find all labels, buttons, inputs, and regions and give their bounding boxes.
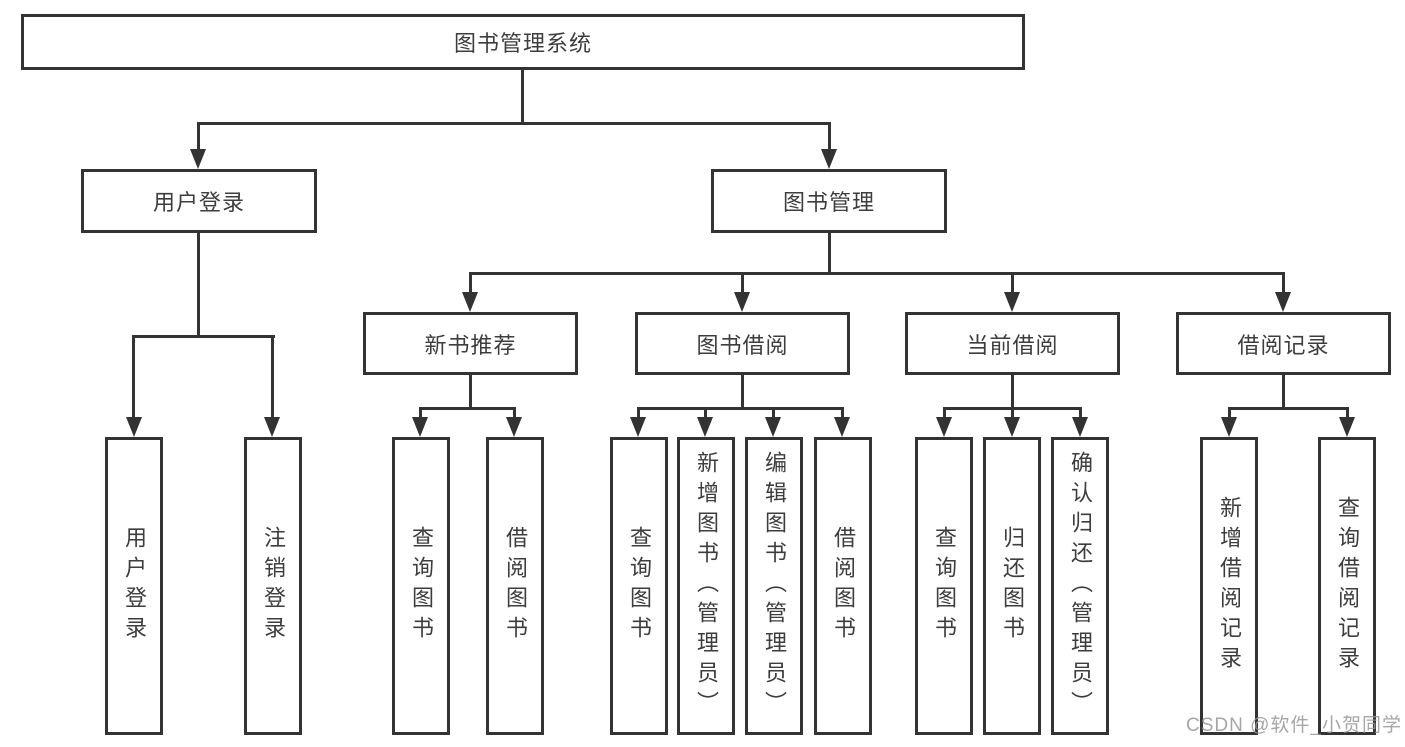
connector-mgmt-drop-3: [1011, 272, 1014, 294]
arrowhead-to-user-login-icon: [190, 149, 206, 169]
leaf-query-books-recommend-label: 查询图书: [409, 526, 434, 646]
arrowhead-to-leaf-user-login-icon: [126, 417, 142, 437]
connector-mgmt-hline: [469, 272, 1285, 275]
arrowhead-g2-leaf1-icon: [630, 417, 646, 437]
leaf-edit-books-admin: 编辑图书（管理员）: [745, 437, 803, 735]
connector-g2-drop-3: [772, 407, 775, 419]
node-current-borrowing-label: 当前借阅: [966, 332, 1059, 358]
leaf-query-books-current-label: 查询图书: [932, 526, 957, 646]
node-current-borrowing: 当前借阅: [905, 312, 1120, 375]
arrowhead-g2-leaf2-icon: [697, 417, 713, 437]
arrowhead-to-book-borrowing-icon: [734, 292, 750, 312]
arrowhead-g2-leaf4-icon: [834, 417, 850, 437]
arrowhead-g4-leaf1-icon: [1221, 417, 1237, 437]
connector-root-drop-user: [197, 122, 200, 151]
arrowhead-g4-leaf2-icon: [1339, 417, 1355, 437]
connector-g3-drop-2: [1011, 407, 1014, 419]
node-new-book-recommend-label: 新书推荐: [424, 332, 517, 358]
leaf-add-borrow-record: 新增借阅记录: [1200, 437, 1258, 735]
leaf-add-borrow-record-label: 新增借阅记录: [1217, 496, 1242, 676]
node-book-management-label: 图书管理: [782, 190, 875, 215]
connector-g2-drop-2: [704, 407, 707, 419]
csdn-watermark: CSDN @软件_小贺同学: [1186, 715, 1402, 736]
node-root: 图书管理系统: [21, 14, 1025, 70]
connector-g2-hline: [637, 407, 844, 410]
leaf-add-books-admin: 新增图书（管理员）: [677, 437, 735, 735]
node-borrow-records-label: 借阅记录: [1237, 332, 1330, 358]
connector-g1-hline: [419, 407, 516, 410]
leaf-query-books-current: 查询图书: [915, 437, 973, 735]
connector-user-drop-2: [271, 335, 274, 419]
node-book-borrowing: 图书借阅: [635, 312, 850, 375]
arrowhead-g3-leaf3-icon: [1072, 417, 1088, 437]
connector-mgmt-drop-1: [469, 272, 472, 294]
connector-user-drop-1: [132, 335, 135, 419]
connector-root-hline: [197, 122, 831, 125]
connector-user-stem: [197, 233, 200, 335]
leaf-borrow-books-label: 借阅图书: [831, 526, 856, 646]
connector-g1-drop-1: [419, 407, 422, 419]
leaf-return-books: 归还图书: [983, 437, 1041, 735]
node-new-book-recommend: 新书推荐: [363, 312, 578, 375]
leaf-logout: 注销登录: [244, 437, 302, 735]
leaf-return-books-label: 归还图书: [1000, 526, 1025, 646]
arrowhead-to-new-book-recommend-icon: [462, 292, 478, 312]
node-book-management: 图书管理: [711, 169, 947, 233]
leaf-add-books-admin-label: 新增图书（管理员）: [694, 451, 719, 721]
node-book-borrowing-label: 图书借阅: [696, 332, 789, 358]
connector-g4-drop-1: [1228, 407, 1231, 419]
connector-g4-stem: [1282, 375, 1285, 407]
arrowhead-to-current-borrowing-icon: [1004, 292, 1020, 312]
node-root-label: 图书管理系统: [453, 31, 592, 56]
leaf-query-borrow-record: 查询借阅记录: [1318, 437, 1376, 735]
arrowhead-g1-leaf1-icon: [412, 417, 428, 437]
connector-root-drop-mgmt: [828, 122, 831, 151]
leaf-edit-books-admin-label: 编辑图书（管理员）: [762, 451, 787, 721]
leaf-logout-label: 注销登录: [261, 526, 286, 646]
connector-user-hline: [132, 335, 275, 338]
leaf-confirm-return-admin-label: 确认归还（管理员）: [1068, 451, 1093, 721]
connector-g1-stem: [469, 375, 472, 407]
leaf-query-borrow-record-label: 查询借阅记录: [1335, 496, 1360, 676]
connector-g1-drop-2: [513, 407, 516, 419]
connector-mgmt-drop-4: [1282, 272, 1285, 294]
arrowhead-g3-leaf1-icon: [936, 417, 952, 437]
arrowhead-to-book-mgmt-icon: [821, 149, 837, 169]
connector-g3-drop-1: [943, 407, 946, 419]
arrowhead-g2-leaf3-icon: [765, 417, 781, 437]
connector-root-stem: [521, 70, 524, 122]
connector-g2-stem: [741, 375, 744, 407]
leaf-borrow-books: 借阅图书: [814, 437, 872, 735]
leaf-borrow-books-recommend: 借阅图书: [486, 437, 544, 735]
node-user-login-label: 用户登录: [152, 190, 245, 215]
leaf-query-books-recommend: 查询图书: [392, 437, 450, 735]
leaf-user-login-label: 用户登录: [122, 526, 147, 646]
connector-g3-drop-3: [1079, 407, 1082, 419]
connector-g2-drop-4: [841, 407, 844, 419]
connector-g4-drop-2: [1346, 407, 1349, 419]
arrowhead-to-borrow-records-icon: [1275, 292, 1291, 312]
leaf-borrow-books-recommend-label: 借阅图书: [503, 526, 528, 646]
connector-mgmt-stem: [828, 233, 831, 272]
leaf-query-books-borrowing-label: 查询图书: [627, 526, 652, 646]
leaf-query-books-borrowing: 查询图书: [610, 437, 668, 735]
node-user-login: 用户登录: [81, 169, 317, 233]
leaf-user-login: 用户登录: [105, 437, 163, 735]
connector-g2-drop-1: [637, 407, 640, 419]
connector-g4-hline: [1228, 407, 1349, 410]
arrowhead-to-leaf-logout-icon: [264, 417, 280, 437]
arrowhead-g3-leaf2-icon: [1004, 417, 1020, 437]
connector-mgmt-drop-2: [741, 272, 744, 294]
leaf-confirm-return-admin: 确认归还（管理员）: [1051, 437, 1109, 735]
node-borrow-records: 借阅记录: [1176, 312, 1391, 375]
arrowhead-g1-leaf2-icon: [506, 417, 522, 437]
connector-g3-stem: [1011, 375, 1014, 407]
